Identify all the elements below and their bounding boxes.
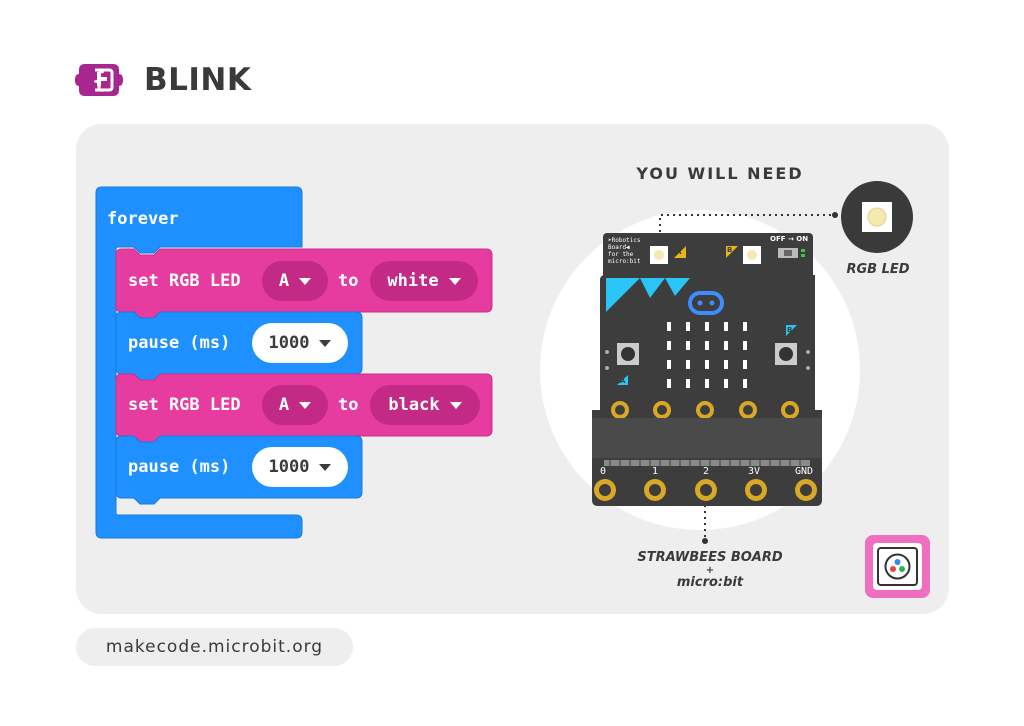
chevron-down-icon [319,339,332,347]
led-dropdown-1[interactable]: A [262,261,328,301]
rgb-led-icon [841,181,913,253]
button-a-label: A [620,377,626,385]
led-dropdown-2-value: A [278,395,290,415]
to-label-2: to [338,395,359,415]
silk-line-1: ➤Robotics [608,237,641,244]
color-dropdown-2[interactable]: black [370,385,480,425]
url-link[interactable]: makecode.microbit.org [76,628,353,666]
set-rgb-label-2: set RGB LED [128,395,241,415]
pause-value-1: 1000 [268,333,310,353]
simulator-icon[interactable] [865,535,930,598]
pause-value-2: 1000 [268,457,310,477]
chevron-down-icon [299,401,312,409]
chevron-down-icon [299,277,312,285]
pin-label-2: 2 [703,466,710,477]
pause-value-field-1[interactable]: 1000 [252,323,348,363]
color-dropdown-1[interactable]: white [370,261,478,301]
led-a-label: A [676,248,682,256]
silk-line-2: Board◀ [608,244,630,251]
you-will-need-title: YOU WILL NEED [636,164,804,183]
forever-label: forever [107,209,179,229]
board-label-plus: + [705,565,715,576]
pause-value-field-2[interactable]: 1000 [252,447,348,487]
board-label-line1: STRAWBEES BOARD [637,550,783,565]
makecode-logo-icon: { [75,64,123,96]
strawbees-board [603,233,813,281]
chevron-down-icon [448,277,461,285]
chevron-down-icon [449,401,462,409]
page-title: BLINK [144,62,252,98]
chevron-down-icon [319,463,332,471]
board-silk-text: ➤Robotics Board◀ for the micro:bit [608,237,641,265]
power-switch-label: OFF → ON [770,235,809,243]
pin-label-3v: 3V [748,466,761,477]
button-b-icon [775,343,797,365]
pin-label-gnd: GND [795,466,814,477]
board-label-line2: micro:bit [676,575,744,590]
pause-label-1: pause (ms) [128,333,231,353]
to-label-1: to [338,271,359,291]
pause-label-2: pause (ms) [128,457,231,477]
rgb-led-label: RGB LED [846,262,910,277]
pin-label-0: 0 [600,466,607,477]
button-b-label: B [787,326,793,334]
microbit-board [592,275,822,506]
color-dropdown-2-value: black [388,395,440,415]
color-dropdown-1-value: white [387,271,439,291]
silk-line-3: for the [608,251,634,258]
set-rgb-label-1: set RGB LED [128,271,241,291]
led-dropdown-1-value: A [278,271,290,291]
forever-block [95,186,303,539]
led-b-marker [726,246,738,258]
pin-label-1: 1 [652,466,659,477]
led-a-marker [674,246,686,258]
silk-line-4: micro:bit [608,258,641,265]
led-connector [659,214,835,244]
button-a-icon [617,343,639,365]
led-b-label: B [727,246,733,254]
led-dropdown-2[interactable]: A [262,385,328,425]
board-label: STRAWBEES BOARD + micro:bit [600,550,820,591]
